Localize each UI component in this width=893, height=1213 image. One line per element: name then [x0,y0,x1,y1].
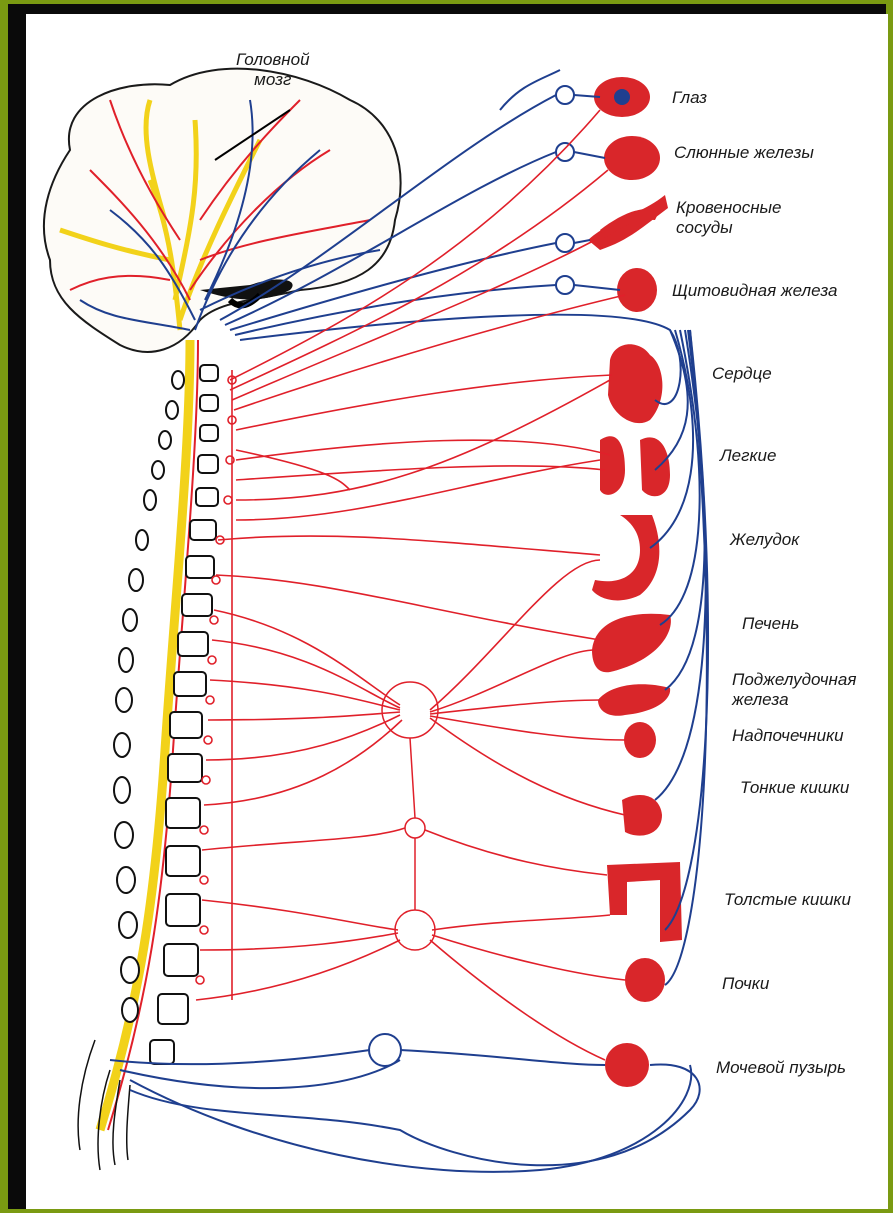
organ-label-bladder: Мочевой пузырь [716,1058,846,1078]
brain [44,69,401,352]
bladder-organ [605,1043,649,1087]
organ-label-heart: Сердце [712,364,772,384]
sympathetic-ganglia [382,682,438,950]
organ-label-vessels: Кровеносные сосуды [676,198,782,237]
large-intestine-organ [607,862,682,942]
organ-label-eye: Глаз [672,88,707,108]
organ-label-stomach: Желудок [730,530,799,550]
organ-label-adrenals: Надпочечники [732,726,844,746]
brain-label: Головной мозг [236,50,310,89]
stomach-organ [592,515,659,600]
pancreas-organ [598,684,670,716]
kidneys-organ [625,958,665,1002]
organ-label-salivary: Слюнные железы [674,143,814,163]
organ-label-thyroid: Щитовидная железа [672,281,838,301]
small-intestine-organ [622,795,662,836]
thyroid-organ [617,268,657,312]
organ-label-large-intestine: Толстые кишки [724,890,851,910]
salivary-organ [604,136,660,180]
organ-label-liver: Печень [742,614,799,634]
organ-label-lungs: Легкие [720,446,776,466]
liver-organ [592,614,671,673]
organ-label-small-intestine: Тонкие кишки [740,778,849,798]
organs [588,77,682,1087]
spinal-column [78,340,218,1170]
adrenals-organ [624,722,656,758]
heart-organ [608,344,662,423]
organ-label-pancreas: Поджелудочная железа [732,670,856,709]
organ-label-kidneys: Почки [722,974,769,994]
